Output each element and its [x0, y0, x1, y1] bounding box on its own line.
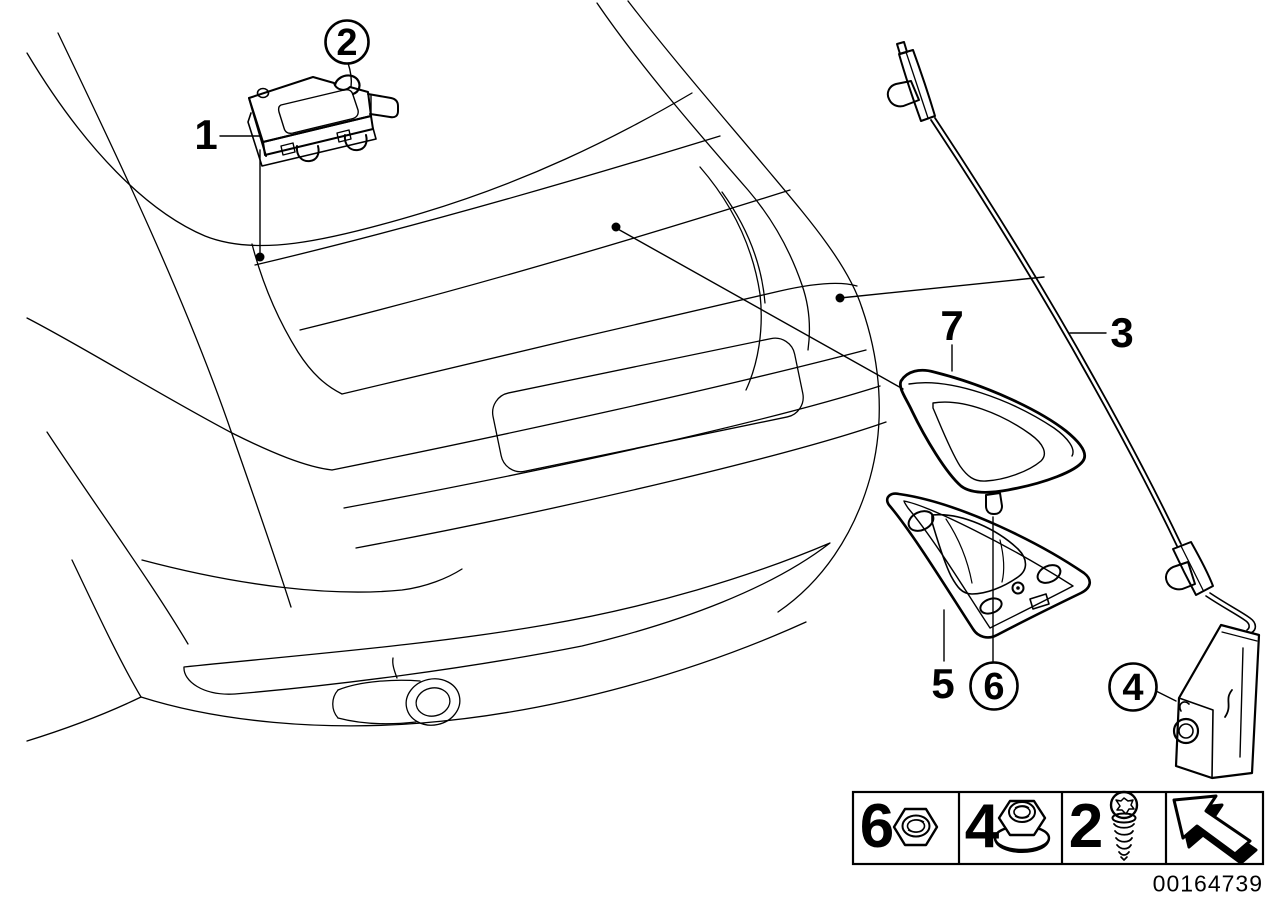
- legend-item-4-label: 4: [964, 792, 1000, 861]
- taillight-edge-line-2: [721, 191, 766, 304]
- exhaust-body-left: [332, 689, 339, 719]
- roof-point-dot-2: [611, 222, 621, 232]
- c-pillar-left-line: [57, 32, 292, 608]
- quarter-panel-line-1: [26, 317, 333, 471]
- c-pillar-right-inner-line: [596, 2, 810, 351]
- car-body-line-art: [26, 0, 887, 742]
- module-connector-stub: [367, 93, 399, 119]
- legend-item-2[interactable]: 2: [1069, 796, 1103, 858]
- bumper-strip-outline: [183, 542, 831, 695]
- flange-nut-icon: [993, 799, 1051, 853]
- exhaust-hanger-line: [392, 657, 398, 679]
- callout-circle-2[interactable]: [324, 19, 370, 65]
- exhaust-tip-inner: [415, 687, 451, 717]
- callout-3-label: 3: [1110, 309, 1134, 356]
- leader-roof-to-fin: [615, 227, 904, 390]
- leader-circle-4: [1155, 690, 1177, 702]
- deck-point-dot: [835, 293, 845, 303]
- c-pillar-right-outer-line: [627, 0, 863, 309]
- leader-circle-2: [347, 62, 353, 88]
- callout-2-label: 2: [336, 22, 358, 64]
- part-4-amplifier-drawing: [1172, 623, 1261, 780]
- cable-mid-connector: [1172, 541, 1214, 596]
- bumper-left-corner-line: [71, 559, 142, 698]
- amplifier-face-mark: [1224, 689, 1233, 718]
- callout-7-label: 7: [940, 302, 964, 349]
- taillight-edge-line-1: [699, 166, 762, 391]
- exhaust-body-top: [337, 679, 421, 691]
- image-part-number: 00164739: [1152, 870, 1263, 897]
- callout-5-label: 5: [931, 660, 955, 707]
- trunk-lid-edge-line: [341, 282, 858, 395]
- deck-line-2: [299, 189, 791, 331]
- module-bottom-clip-2: [343, 134, 368, 152]
- legend-item-4[interactable]: 4: [965, 796, 999, 858]
- callout-circle-4[interactable]: [1108, 662, 1158, 712]
- callout-5[interactable]: 5: [931, 663, 954, 705]
- part-7-fin-cover-drawing: [898, 368, 1087, 515]
- part-5-base-plate-drawing: [885, 492, 1091, 639]
- license-plate-recess: [491, 337, 804, 473]
- part-3-antenna-cable-drawing: [886, 41, 1257, 634]
- legend-item-6[interactable]: 6: [860, 796, 894, 858]
- bumper-top-line: [331, 349, 867, 471]
- callout-circle-6[interactable]: [969, 661, 1019, 711]
- fin-stud: [985, 492, 1003, 515]
- deck-line-1: [254, 135, 721, 266]
- leader-deck-to-cable: [839, 276, 1045, 299]
- callout-6[interactable]: 6: [983, 668, 1004, 706]
- leader-lines: [219, 19, 1177, 712]
- exhaust-body-bottom: [337, 717, 417, 725]
- callout-6-label: 6: [983, 666, 1005, 708]
- callout-4-label: 4: [1122, 667, 1144, 709]
- bumper-corner-line: [777, 307, 880, 613]
- exhaust-tip-outer: [405, 678, 461, 726]
- callout-1[interactable]: 1: [194, 114, 217, 156]
- legend-item-6-label: 6: [859, 792, 895, 861]
- shoulder-crease-line: [141, 559, 463, 593]
- rear-window-edge-line: [26, 52, 693, 247]
- callout-3[interactable]: 3: [1110, 312, 1133, 354]
- cable-top-stub: [886, 80, 920, 108]
- callout-4[interactable]: 4: [1122, 669, 1143, 707]
- cable-mid-stub: [1165, 561, 1196, 591]
- bumper-crease-line-1: [343, 385, 881, 509]
- bumper-crease-line-2: [355, 421, 887, 549]
- quarter-panel-line-2: [46, 431, 189, 645]
- roof-point-dot-1: [255, 252, 265, 262]
- callout-2[interactable]: 2: [336, 24, 357, 62]
- torx-screw-icon: [1109, 790, 1139, 861]
- module-bottom-clip-1: [295, 145, 320, 163]
- bumper-bottom-line: [140, 621, 807, 727]
- page-back-arrow-icon[interactable]: [1172, 794, 1258, 865]
- callout-1-label: 1: [194, 111, 218, 158]
- hex-nut-icon: [892, 807, 939, 847]
- wheel-arch-left-line: [26, 696, 142, 742]
- callout-7[interactable]: 7: [940, 305, 963, 347]
- legend-item-2-label: 2: [1068, 792, 1104, 861]
- trunk-left-edge-line: [251, 243, 343, 395]
- part-1-antenna-module-drawing: [247, 74, 399, 167]
- part-2-screw-clip-drawing: [333, 74, 361, 96]
